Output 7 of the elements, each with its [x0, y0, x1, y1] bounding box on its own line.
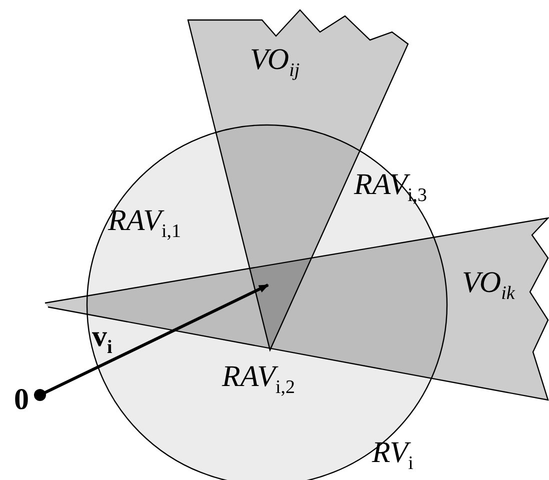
vector-label: v$_{i}$	[92, 322, 112, 357]
region-label: RAV$_{i,1}$	[108, 206, 182, 241]
region-label: RV$_{i}$	[372, 438, 414, 473]
region-label: VO$_{ik}$	[462, 268, 515, 303]
region-label: VO$_{ij}$	[250, 45, 300, 80]
region-label: RAV$_{i,2}$	[222, 362, 296, 397]
origin-label: 0	[14, 385, 29, 415]
